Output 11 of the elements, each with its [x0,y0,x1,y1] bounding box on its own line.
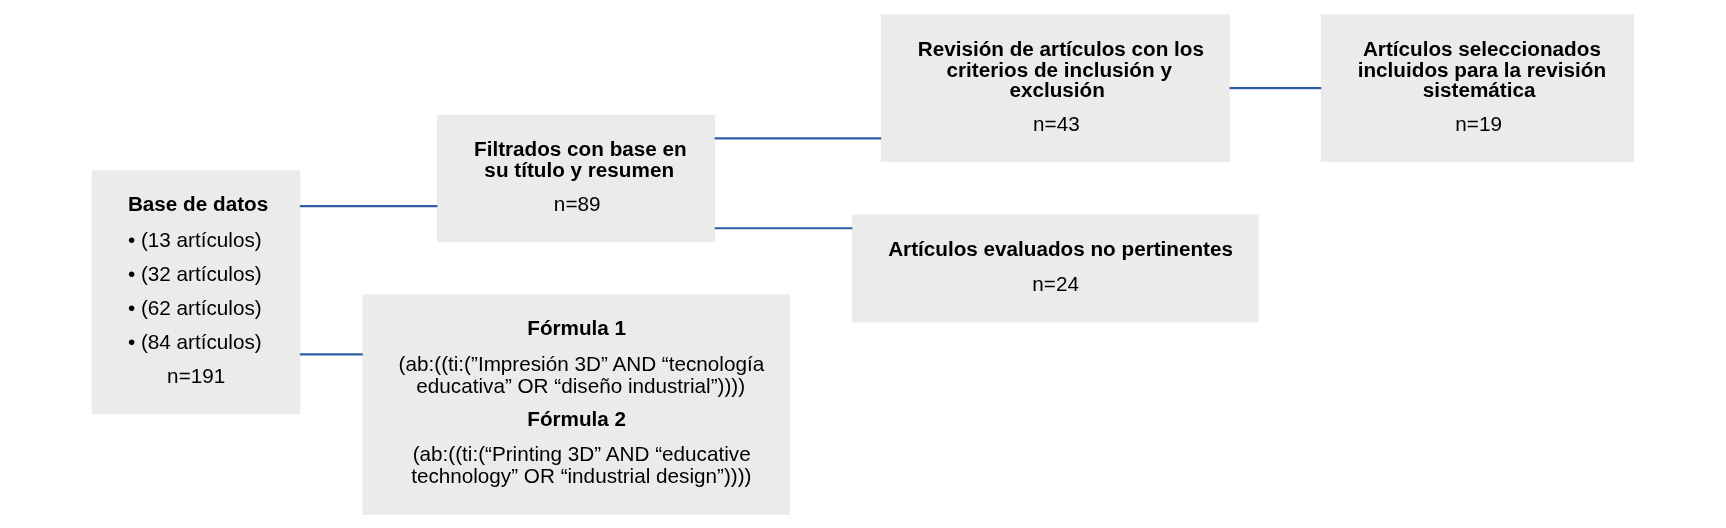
connector [714,136,882,139]
connector [714,226,853,229]
node-box: Fórmula 1 (ab:((ti:(”Impresión 3D” AND “tecnología educativa” OR “diseño industrial”)))) Fórmula 2 (ab:((ti:(“Printing 3D” AND “educative technology” OR “industrial design”)))) [362,293,790,515]
node-box: Filtrados con base en su título y resumen n=89 [437,114,716,242]
connector [299,352,363,355]
node-box: Revisión de artículos con los criterios de inclusión y exclusión n=43 [880,13,1230,162]
connector [1229,86,1322,89]
node-box: Base de datos • (13 artículos) • (32 artículos) • (62 artículos) • (84 artículos) n=191 [91,169,301,414]
node-box: Artículos seleccionados incluidos para la revisión sistemática n=19 [1320,13,1635,162]
node-box: Artículos evaluados no pertinentes n=24 [851,214,1259,323]
connector [299,204,438,207]
